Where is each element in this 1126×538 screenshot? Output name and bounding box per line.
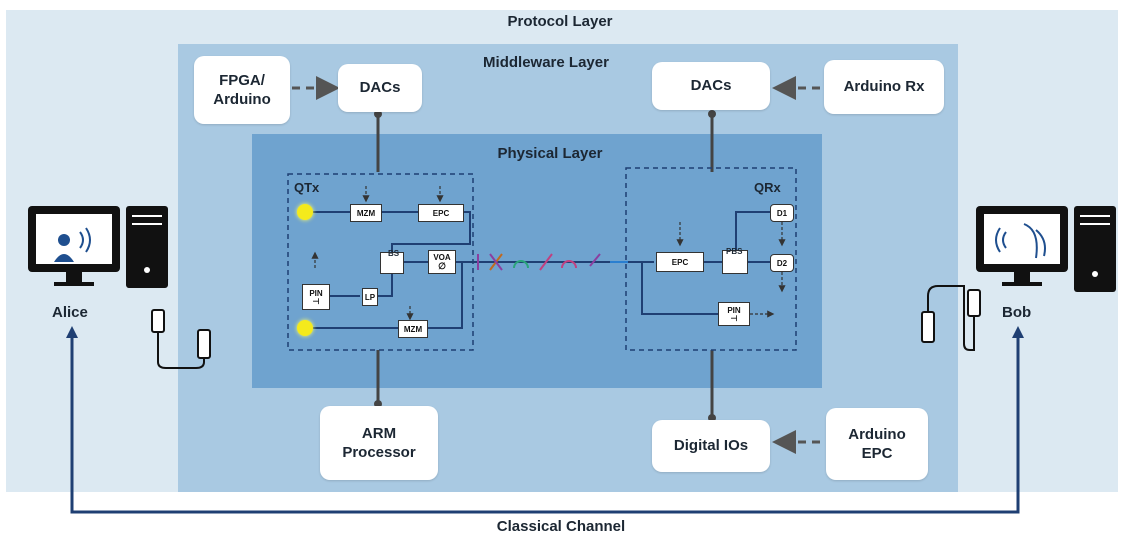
qtx-pin-detector: PIN ⊣	[302, 284, 330, 310]
classical-channel-label: Classical Channel	[496, 518, 626, 535]
bs-label: BS	[388, 249, 400, 258]
protocol-layer-title: Protocol Layer	[507, 13, 613, 30]
linear-polarizer: LP	[362, 288, 378, 306]
classical-arrow-left	[66, 326, 78, 338]
middleware-layer-title: Middleware Layer	[483, 54, 609, 71]
voa-label: VOA	[433, 253, 451, 262]
physical-layer-title: Physical Layer	[497, 145, 603, 162]
alice-tower	[126, 206, 168, 288]
detector-d1: D1	[770, 204, 794, 222]
fpga-arduino-box: FPGA/ Arduino	[194, 56, 290, 124]
qtx-title: QTx	[294, 180, 320, 195]
photodiode-icon: ⊣	[312, 296, 320, 306]
dacs-left-box: DACs	[338, 64, 422, 112]
qrx-pin-detector: PIN ⊣	[718, 302, 750, 326]
beam-splitter	[380, 252, 404, 274]
photodiode-icon: ⊣	[730, 313, 738, 323]
qrx-epc: EPC	[656, 252, 704, 272]
pbs-label: PBS	[726, 247, 743, 256]
classical-arrow-right	[1012, 326, 1024, 338]
bob-label: Bob	[1002, 304, 1032, 321]
dacs-right-box: DACs	[652, 62, 770, 110]
qrx-title: QRx	[754, 180, 781, 195]
bob-tower	[1074, 206, 1116, 292]
voa-symbol: ∅	[438, 261, 446, 271]
digital-ios-box: Digital IOs	[652, 420, 770, 472]
laser-top-icon	[297, 204, 313, 220]
classical-channel-line	[70, 332, 1020, 514]
alice-label: Alice	[52, 304, 88, 321]
laser-bottom-icon	[297, 320, 313, 336]
mzm-bottom: MZM	[398, 320, 428, 338]
qtx-pin-label: PIN	[309, 288, 323, 298]
mzm-top: MZM	[350, 204, 382, 222]
qtx-epc: EPC	[418, 204, 464, 222]
arduino-rx-box: Arduino Rx	[824, 60, 944, 114]
voa: VOA ∅	[428, 250, 456, 274]
arm-processor-box: ARM Processor	[320, 406, 438, 480]
arduino-epc-box: Arduino EPC	[826, 408, 928, 480]
qrx-pin-label: PIN	[727, 305, 741, 315]
polarizing-beam-splitter	[722, 250, 748, 274]
detector-d2: D2	[770, 254, 794, 272]
